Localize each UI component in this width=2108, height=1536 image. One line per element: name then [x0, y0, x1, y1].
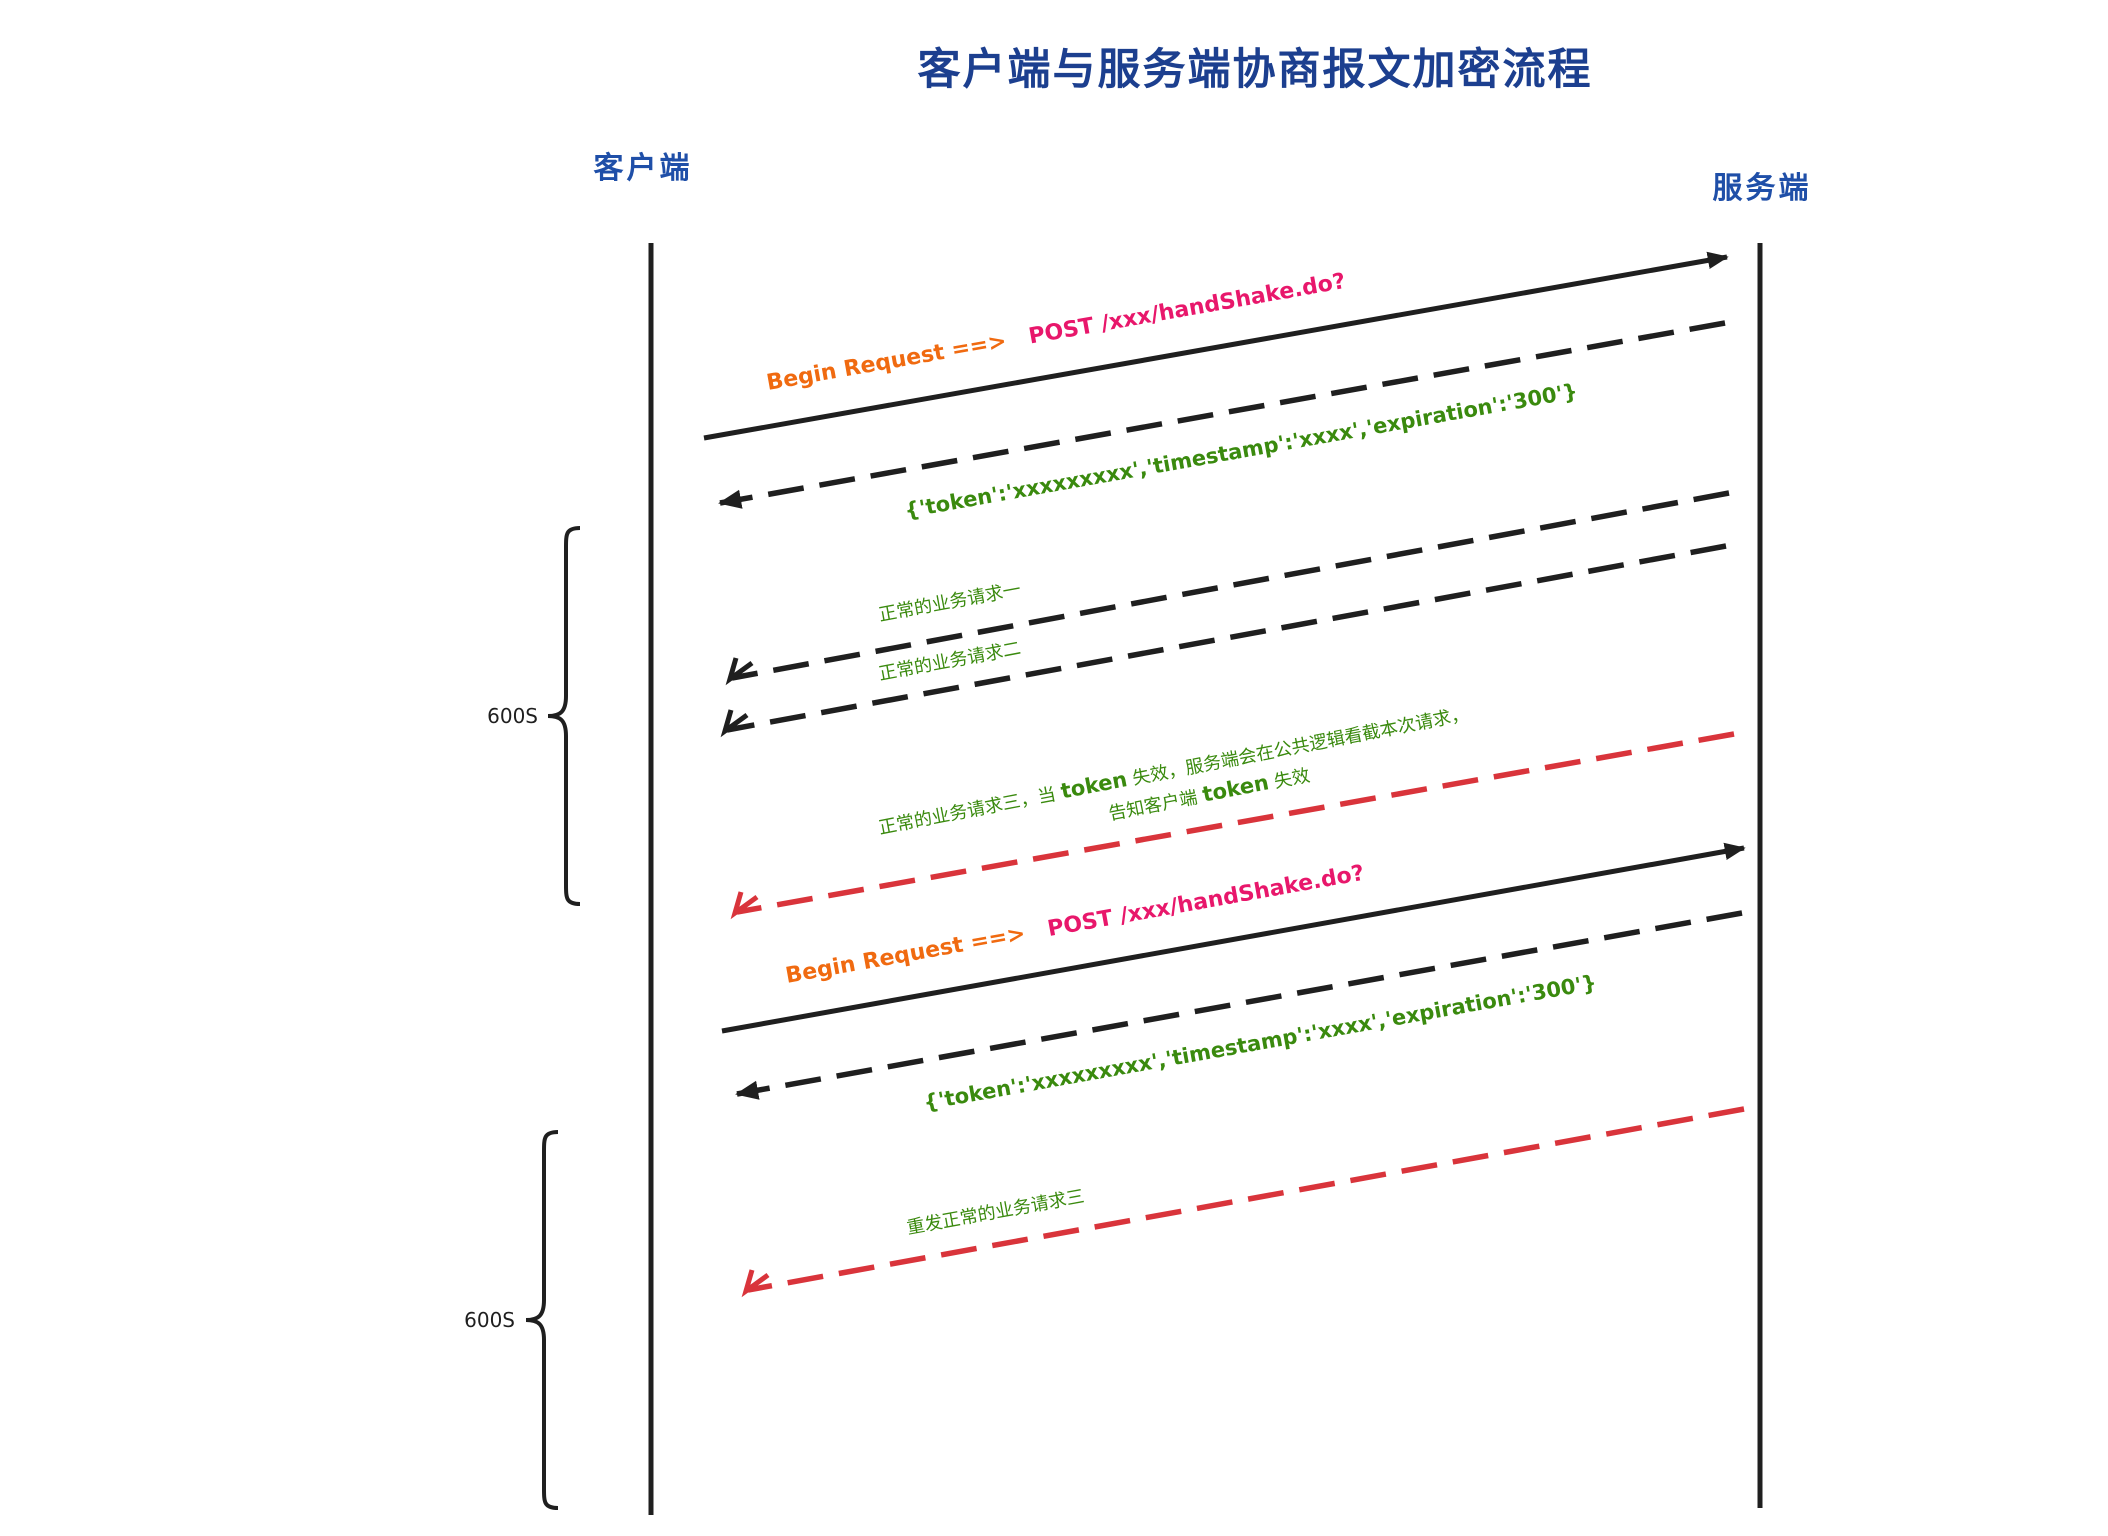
message-business-request-3: 正常的业务请求三，当 token 失效，服务端会在公共逻辑看截本次请求， 告知客… [730, 701, 1735, 920]
message-resend-request-3: 重发正常的业务请求三 [741, 1106, 1745, 1298]
message-business-request-1: 正常的业务请求一 [725, 490, 1730, 686]
message-arrow-dashed-red [747, 1106, 1745, 1293]
message-arrow-dashed [735, 910, 1743, 1100]
arrowhead-open [720, 709, 749, 738]
time-window-label: 600S [487, 704, 538, 728]
arrowhead-open-red [741, 1269, 770, 1298]
message-handshake-2: Begin Request ==> POST /xxx/handShake.do… [721, 842, 1746, 1034]
message-handshake-1: Begin Request ==> POST /xxx/handShake.do… [703, 251, 1729, 441]
message-arrow-dashed [731, 490, 1730, 681]
arrowhead-open [725, 657, 754, 686]
message-label-line1: 正常的业务请求三，当 token 失效，服务端会在公共逻辑看截本次请求， [876, 701, 1470, 839]
message-arrow-solid [703, 251, 1729, 441]
server-actor-label: 服务端 [1713, 171, 1812, 206]
message-token-response-2: {'token':'xxxxxxxxx','timestamp':'xxxx',… [735, 910, 1743, 1115]
page-title: 客户端与服务端协商报文加密流程 [918, 45, 1593, 95]
message-business-request-2: 正常的业务请求二 [720, 543, 1727, 738]
curly-brace [547, 526, 581, 906]
curly-brace [525, 1130, 559, 1510]
time-window-brace-1: 600S [487, 526, 581, 906]
message-arrow-dashed [718, 320, 1726, 509]
client-actor-label: 客户端 [594, 151, 693, 186]
arrowhead-open-red [730, 891, 759, 920]
message-arrow-dashed [726, 543, 1727, 733]
time-window-brace-2: 600S [464, 1130, 559, 1510]
message-arrow-dashed-red [736, 731, 1735, 915]
message-arrow-solid [721, 842, 1746, 1034]
time-window-label: 600S [464, 1308, 515, 1332]
message-label: 正常的业务请求一 [877, 579, 1022, 626]
